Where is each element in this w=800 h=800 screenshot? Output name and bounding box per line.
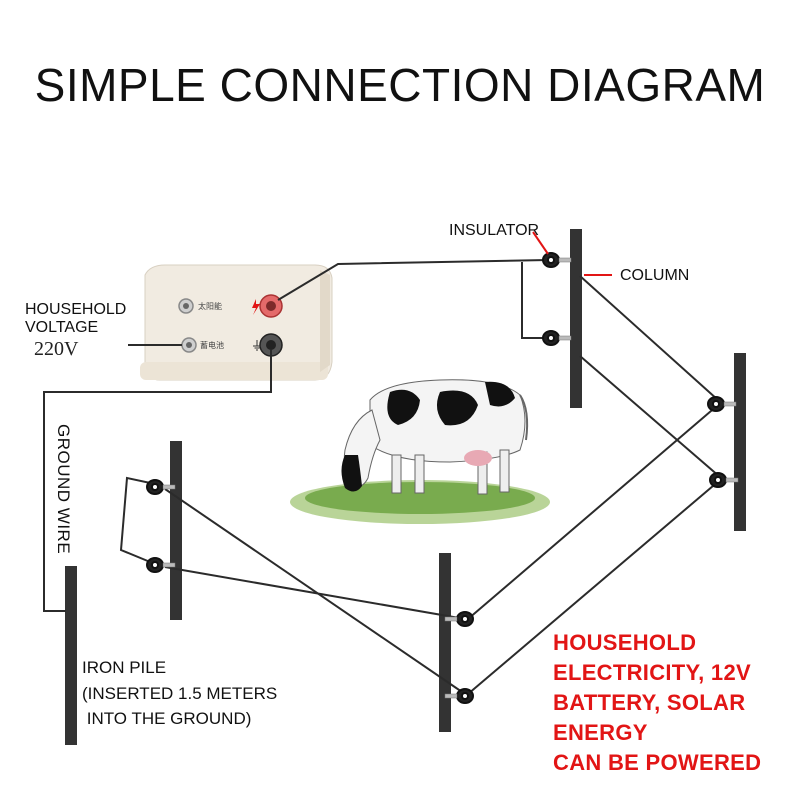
power-note-line: ELECTRICITY, 12V	[553, 660, 751, 685]
lightning-icon	[252, 299, 260, 315]
iron-pile-label-line1: IRON PILE	[82, 658, 167, 677]
fence-wires	[43, 259, 721, 695]
insulator	[146, 479, 176, 495]
insulator	[709, 472, 739, 488]
insulator	[707, 396, 737, 412]
fence-post-left	[170, 441, 182, 620]
column-label: COLUMN	[620, 267, 690, 284]
power-note-line: HOUSEHOLD	[553, 630, 697, 655]
insulator-pointer	[532, 231, 549, 255]
fence-post-middle	[439, 553, 451, 732]
ground-icon	[253, 340, 261, 351]
power-note-line: BATTERY, SOLAR	[553, 690, 746, 715]
insulator	[146, 557, 176, 573]
power-note-line: ENERGY	[553, 720, 648, 745]
insulators	[146, 252, 739, 704]
insulator-label: INSULATOR	[449, 222, 540, 239]
power-source-note: HOUSEHOLD ELECTRICITY, 12V BATTERY, SOLA…	[553, 628, 761, 778]
fence-post-top	[570, 229, 582, 408]
iron-pile-label-line3: INTO THE GROUND)	[82, 709, 252, 728]
fence-post-right	[734, 353, 746, 531]
insulator	[542, 330, 572, 346]
household-voltage-label-line2: VOLTAGE	[25, 319, 99, 336]
grazing-cow-image	[290, 379, 550, 524]
insulator	[444, 688, 474, 704]
battery-terminal-label: 蓄电池	[200, 341, 224, 350]
power-note-line: CAN BE POWERED	[553, 750, 762, 775]
iron-pile	[65, 566, 77, 745]
iron-pile-label-line2: (INSERTED 1.5 METERS	[82, 684, 278, 703]
page-title: SIMPLE CONNECTION DIAGRAM	[34, 59, 766, 111]
insulator	[542, 252, 572, 268]
insulator	[444, 611, 474, 627]
ground-wire-label: GROUND WIRE	[54, 424, 73, 555]
fence-energizer	[140, 264, 333, 381]
voltage-value: 220V	[34, 338, 79, 360]
solar-terminal-label: 太阳能	[198, 302, 222, 311]
household-voltage-label-line1: HOUSEHOLD	[25, 301, 127, 318]
